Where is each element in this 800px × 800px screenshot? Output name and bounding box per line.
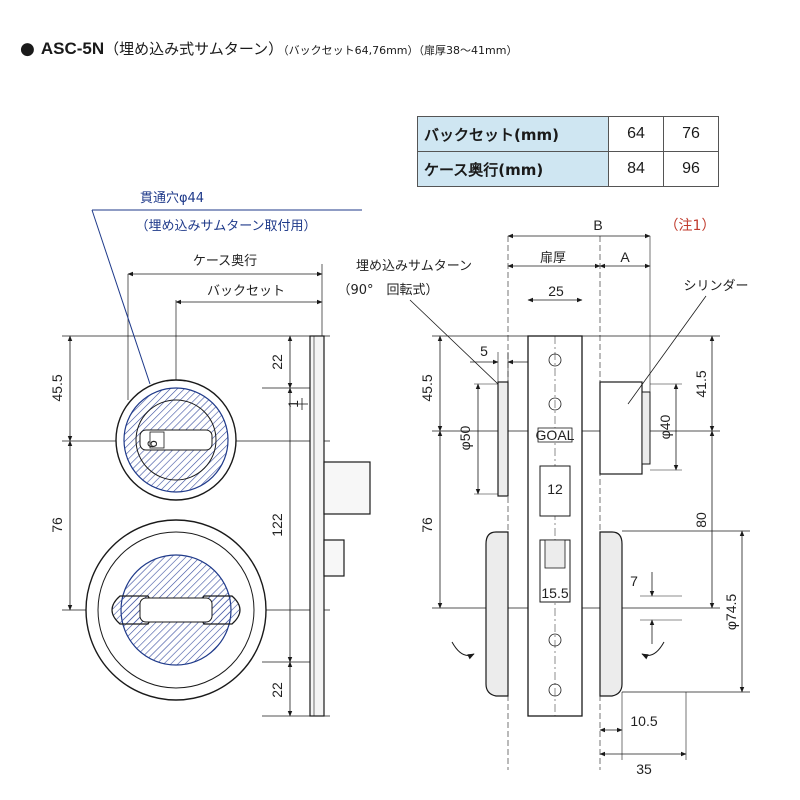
model-number: ASC-5N xyxy=(40,39,105,58)
spec-row-backset: バックセット(mm) 64 76 xyxy=(417,116,719,152)
dim-top-22: 22 xyxy=(269,354,285,370)
spec-label: バックセット(mm) xyxy=(417,116,609,152)
dim-side-45-5: 45.5 xyxy=(419,374,435,401)
dim-25: 25 xyxy=(548,283,564,299)
case-depth-label: ケース奥行 xyxy=(193,254,257,269)
door-thickness-note: （扉厚38～41mm） xyxy=(418,44,518,57)
dim-35: 35 xyxy=(636,761,652,777)
dim-phi74-5: φ74.5 xyxy=(723,594,739,631)
embedded-thumbturn-front xyxy=(115,379,237,501)
through-hole-label: 貫通穴φ44 xyxy=(140,191,204,206)
door-thickness-label: 扉厚 xyxy=(540,250,566,266)
dim-phi40: φ40 xyxy=(657,414,673,439)
dim-b-label: B xyxy=(593,217,602,233)
dim-left-76: 76 xyxy=(49,517,65,533)
diagram-title: ● ASC-5N（埋め込み式サムターン）（バックセット64,76mm）（扉厚38～… xyxy=(20,38,517,59)
thumbturn-rose-front xyxy=(85,519,267,701)
dim-side-76: 76 xyxy=(419,517,435,533)
cylinder-label: シリンダー xyxy=(683,279,748,294)
backset-note: （バックセット64,76mm） xyxy=(283,44,419,57)
dim-80: 80 xyxy=(693,512,709,528)
front-view-text: 貫通穴φ44 （埋め込みサムターン取付用） ケース奥行 バックセット 45.5 … xyxy=(49,191,317,698)
through-hole-note: （埋め込みサムターン取付用） xyxy=(135,219,316,234)
product-name: （埋め込み式サムターン） xyxy=(104,40,284,58)
dim-bot-22: 22 xyxy=(269,682,285,698)
dim-center-1: 1 xyxy=(285,400,301,408)
rotation-note: （90° 回転式） xyxy=(337,283,438,298)
spec-row-case-depth: ケース奥行(mm) 84 96 xyxy=(417,151,719,187)
spec-value: 96 xyxy=(663,151,719,187)
side-view-text: 埋め込みサムターン （90° 回転式） 扉厚 B A （注1） シリンダー 25… xyxy=(337,217,748,777)
dim-10-5: 10.5 xyxy=(630,713,657,729)
dim-left-45-5: 45.5 xyxy=(49,374,65,401)
side-view xyxy=(409,233,750,770)
dim-thumb-6: 6 xyxy=(144,440,160,448)
note-1: （注1） xyxy=(665,218,716,234)
through-hole-leader xyxy=(91,209,362,385)
spec-value: 76 xyxy=(663,116,719,152)
dim-5: 5 xyxy=(480,343,488,359)
dim-15-5: 15.5 xyxy=(541,585,568,601)
backset-label: バックセット xyxy=(207,284,285,299)
embedded-thumbturn-label: 埋め込みサムターン xyxy=(356,259,472,274)
dim-mid-122: 122 xyxy=(269,513,285,537)
bullet-icon: ● xyxy=(20,39,35,59)
dim-phi50: φ50 xyxy=(457,425,473,450)
dim-12: 12 xyxy=(547,481,563,497)
dim-a-label: A xyxy=(620,249,630,265)
front-view xyxy=(62,264,371,717)
spec-label: ケース奥行(mm) xyxy=(417,151,609,187)
dim-41-5: 41.5 xyxy=(693,370,709,397)
dim-7: 7 xyxy=(630,573,638,589)
brand-mark: GOAL xyxy=(536,427,575,443)
spec-table: バックセット(mm) 64 76 ケース奥行(mm) 84 96 xyxy=(417,116,719,187)
